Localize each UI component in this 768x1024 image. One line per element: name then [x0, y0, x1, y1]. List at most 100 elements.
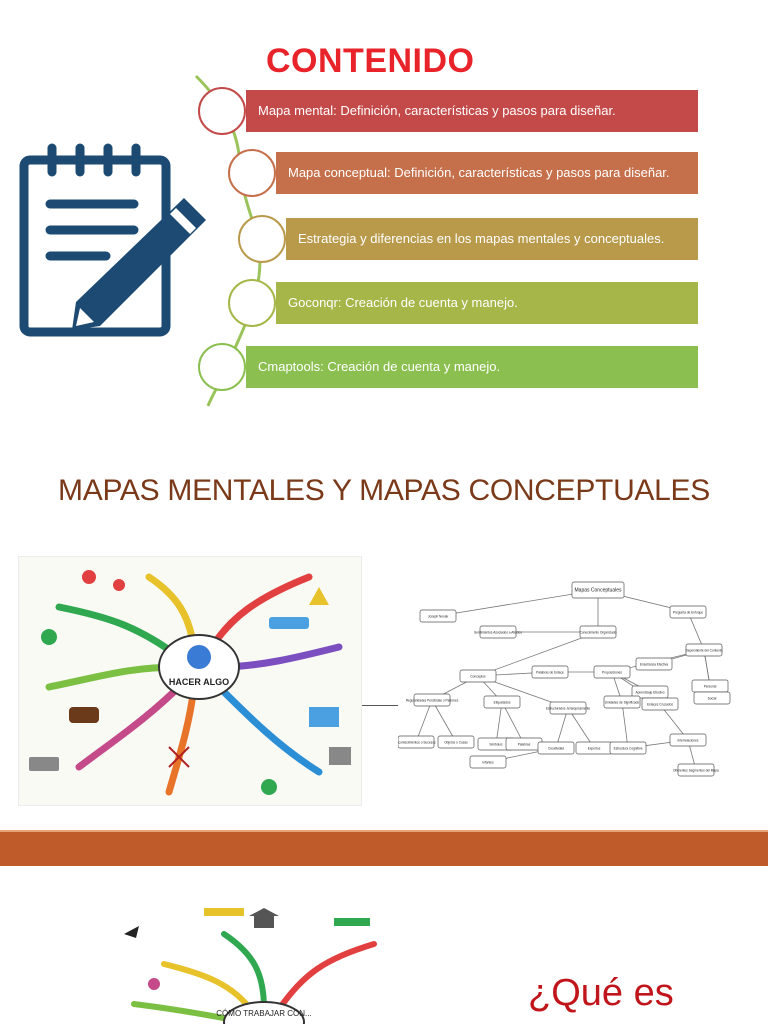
concept-map-node: Acontecimientos o Sucesos — [398, 735, 436, 749]
concept-map-node-box — [531, 665, 569, 679]
concept-map-node-label: Aprendizaje Efectivo — [635, 691, 664, 695]
contenido-bullet-3 — [238, 215, 286, 263]
concept-map-node: Interrelaciones — [669, 733, 707, 747]
contenido-item-5: Cmaptools: Creación de cuenta y manejo. — [246, 346, 698, 388]
concept-map-node: Enseñanza Efectiva — [635, 657, 673, 671]
contenido-item-label: Cmaptools: Creación de cuenta y manejo. — [258, 359, 501, 375]
concept-map-node-label: Creatividad — [548, 747, 564, 751]
concept-map-node-label: Palabras de Enlace — [536, 671, 564, 675]
concept-map-node-label: Símbolos — [489, 743, 503, 747]
concept-map-node: Objetos o Cosas — [437, 735, 475, 749]
concept-map-node-label: Proposiciones — [602, 671, 622, 675]
concept-map-node: Etiquetados — [483, 695, 521, 709]
concept-map-node: Diferentes Segmentos del Mapa — [673, 763, 719, 777]
contenido-item-1: Mapa mental: Definición, características… — [246, 90, 698, 132]
concept-map-node-box — [571, 581, 625, 599]
concept-map-node-box — [579, 625, 617, 639]
concept-map-node: Sentimientos Asociados a Afectos — [474, 625, 522, 639]
concept-map-node: Creatividad — [537, 741, 575, 755]
section-divider-highlight — [0, 830, 768, 832]
concept-map-node: Unidades de Significado — [603, 695, 641, 709]
concept-map-node-label: Conocimiento Organizado — [580, 631, 617, 635]
contenido-item-label: Mapa mental: Definición, características… — [258, 103, 616, 119]
concept-map-node-label: Dependiente del Contexto — [686, 649, 723, 653]
concept-map-node-box — [459, 669, 497, 683]
slide-title-mapas: MAPAS MENTALES Y MAPAS CONCEPTUALES — [58, 474, 710, 507]
contenido-bullet-5 — [198, 343, 246, 391]
concept-map-node-box — [483, 695, 521, 709]
concept-map-node-label: Pregunta de Enfoque — [673, 611, 703, 615]
concept-map-node-label: Interrelaciones — [678, 739, 699, 743]
concept-map-node-box — [635, 657, 673, 671]
concept-map-node-label: Etiquetados — [494, 701, 511, 705]
concept-map-node: Enlaces Cruzados — [641, 697, 679, 711]
concept-map-node-label: Infantes — [482, 761, 494, 765]
concept-map-node-label: Estructurados Jerárquicamente — [546, 707, 591, 711]
concept-map-node: Pregunta de Enfoque — [669, 605, 707, 619]
contenido-item-label: Goconqr: Creación de cuenta y manejo. — [288, 295, 518, 311]
concept-map-node-box — [669, 733, 707, 747]
concept-map-node: Infantes — [469, 755, 507, 769]
concept-map-node-box — [685, 643, 723, 657]
concept-map-node-box — [641, 697, 679, 711]
concept-map-node-label: Enseñanza Efectiva — [640, 663, 668, 667]
concept-map-node: Regularidades Percibidas o Patrones — [406, 693, 459, 707]
concept-map-link — [495, 701, 503, 745]
concept-map-link — [501, 701, 525, 745]
concept-map-node: Social — [693, 691, 731, 705]
connector-line — [362, 705, 400, 706]
concept-map-node-box — [469, 755, 507, 769]
concept-map-node-label: Diferentes Segmentos del Mapa — [673, 769, 719, 773]
concept-map-node-label: Regularidades Percibidas o Patrones — [406, 699, 459, 703]
concept-map-node-box — [537, 741, 575, 755]
mind-map-2-center-label: CÓMO TRABAJAR CON... — [216, 1009, 311, 1018]
concept-map-node-box — [593, 665, 631, 679]
contenido-bullet-1 — [198, 87, 246, 135]
concept-map-node: Joseph Novak — [419, 609, 457, 623]
concept-map-node-label: Joseph Novak — [428, 615, 449, 619]
concept-map-link — [555, 707, 569, 749]
concept-map-node: Conocimiento Organizado — [579, 625, 617, 639]
slide-contenido: CONTENIDO Mapa mental: Definición, carac… — [0, 0, 768, 440]
contenido-item-label: Mapa conceptual: Definición, característ… — [288, 165, 670, 181]
concept-map-node: Aprendizaje Efectivo — [631, 685, 669, 699]
concept-map-node-label: Sentimientos Asociados a Afectos — [474, 631, 522, 635]
concept-map-node: Conceptos — [459, 669, 497, 683]
concept-map-link — [477, 631, 599, 677]
mind-map-illustration-2: CÓMO TRABAJAR CON... — [114, 904, 402, 1024]
concept-map-node-label: Mapas Conceptuales — [575, 588, 622, 594]
concept-map-link — [567, 707, 595, 749]
concept-map-node-label: Palabras — [518, 743, 531, 747]
concept-map-node-label: Enlaces Cruzados — [647, 703, 673, 707]
mind-map-center-label: HACER ALGO — [169, 677, 229, 687]
concept-map-node-label: Acontecimientos o Sucesos — [398, 741, 436, 745]
concept-map-link — [437, 589, 599, 617]
concept-map-node-box — [479, 625, 517, 639]
mind-map-drawing: HACER ALGO — [29, 570, 351, 796]
concept-map-node-box — [677, 763, 715, 777]
concept-map-node: Personal — [691, 679, 729, 693]
concept-map-link — [431, 699, 457, 743]
question-heading: ¿Qué es — [528, 972, 674, 1014]
concept-map-node-label: Objetos o Cosas — [444, 741, 468, 745]
concept-map-node-label: Personal — [704, 685, 717, 689]
contenido-item-4: Goconqr: Creación de cuenta y manejo. — [276, 282, 698, 324]
concept-map-node-box — [413, 693, 451, 707]
mind-map-illustration: HACER ALGO — [18, 556, 362, 806]
concept-map-node: Dependiente del Contexto — [685, 643, 723, 657]
section-divider-band — [0, 832, 768, 866]
contenido-bullet-2 — [228, 149, 276, 197]
concept-map-link — [415, 699, 433, 743]
contenido-item-3: Estrategia y diferencias en los mapas me… — [286, 218, 698, 260]
concept-map-node-label: Estructura Cognitiva — [614, 747, 643, 751]
contenido-item-label: Estrategia y diferencias en los mapas me… — [298, 231, 665, 247]
concept-map-node: Palabras — [505, 737, 543, 751]
concept-map-node-box — [603, 695, 641, 709]
concept-map-node-box — [693, 691, 731, 705]
concept-map-link — [621, 701, 629, 749]
concept-map-root-node: Mapas Conceptuales — [571, 581, 625, 599]
concept-map-node: Palabras de Enlace — [531, 665, 569, 679]
concept-map-node-box — [669, 605, 707, 619]
